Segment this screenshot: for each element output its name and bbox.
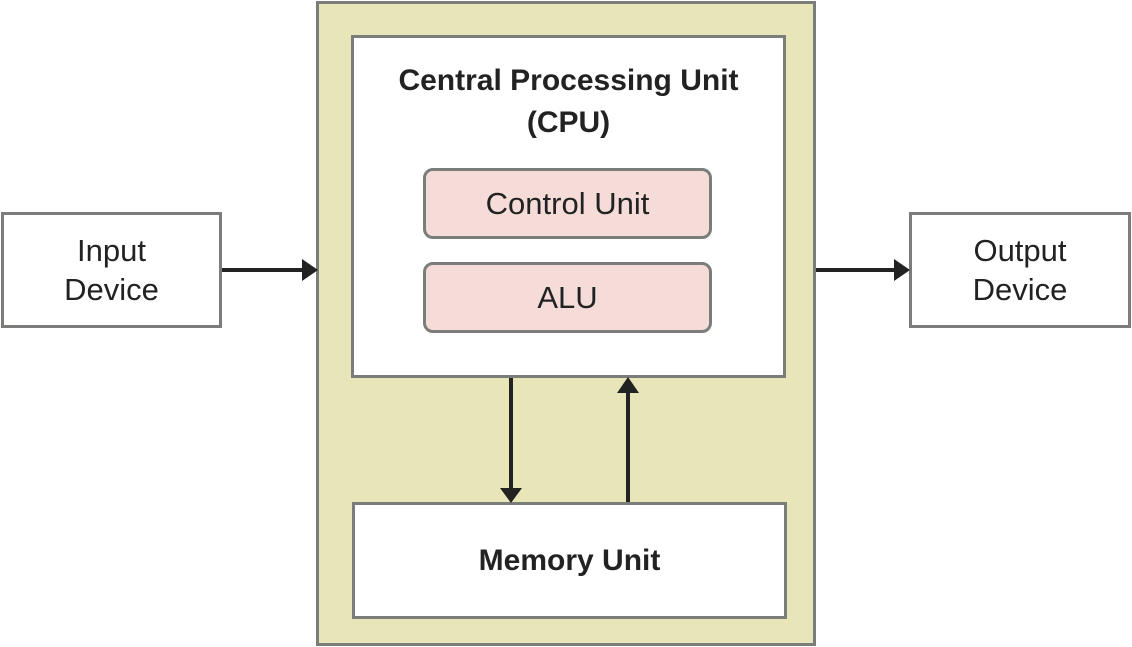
cpu-title: Central Processing Unit (CPU) xyxy=(351,60,786,144)
output-device-label-line2: Device xyxy=(972,272,1068,307)
input-device-label: Input Device xyxy=(64,231,159,309)
control-unit-box: Control Unit xyxy=(423,168,712,239)
output-device-label: Output Device xyxy=(973,231,1068,309)
input-device-label-line1: Input xyxy=(77,233,146,268)
alu-label: ALU xyxy=(537,279,598,315)
control-unit-label: Control Unit xyxy=(485,185,650,221)
cpu-title-line2: (CPU) xyxy=(526,106,611,139)
memory-unit-label: Memory Unit xyxy=(478,543,661,577)
alu-box: ALU xyxy=(423,262,712,333)
output-device-box: Output Device xyxy=(909,212,1131,328)
input-device-label-line2: Device xyxy=(64,272,159,307)
arrow-input-to-computer xyxy=(222,259,318,281)
cpu-title-line1: Central Processing Unit xyxy=(398,64,739,97)
arrow-computer-to-output xyxy=(816,259,910,281)
memory-unit-box: Memory Unit xyxy=(352,502,787,619)
output-device-label-line1: Output xyxy=(973,233,1067,268)
input-device-box: Input Device xyxy=(1,212,222,328)
